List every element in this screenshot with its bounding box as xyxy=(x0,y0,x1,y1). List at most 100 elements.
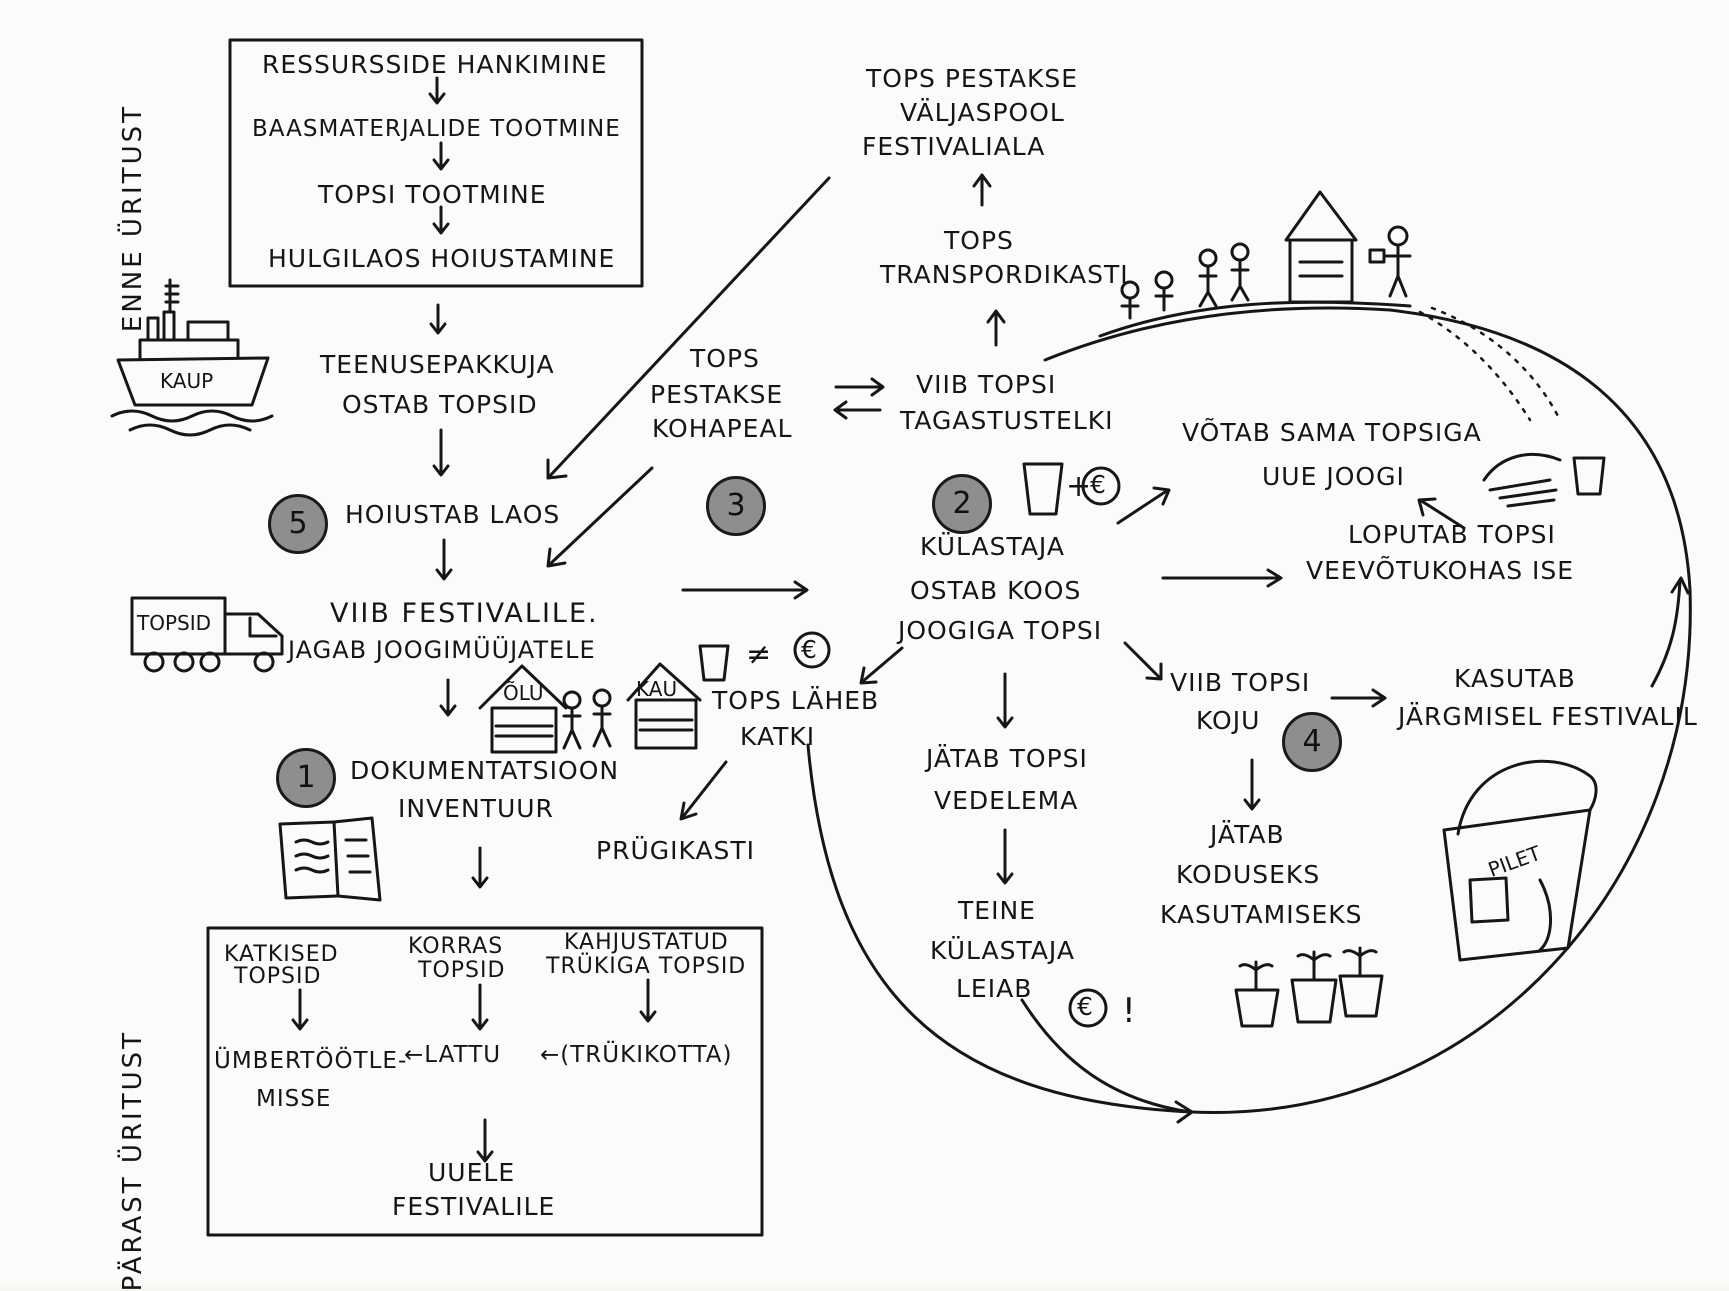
step-number-4: 4 xyxy=(1282,712,1342,772)
arrow-lying-to-finds xyxy=(996,828,1014,885)
recycle-line1: ÜMBERTÖÖTLE- xyxy=(214,1048,408,1074)
euro-symbol-find: € xyxy=(1077,992,1094,1021)
rinse-line2: VEEVÕTUKOHAS ISE xyxy=(1306,556,1575,585)
documentation-line2: INVENTUUR xyxy=(398,794,554,823)
step-cup-production: TOPSI TOOTMINE xyxy=(318,180,547,209)
fine-cups-line1: KORRAS xyxy=(408,934,504,959)
festival-hill-illustration xyxy=(1098,190,1412,338)
deliver-line1: VIIB FESTIVALILE. xyxy=(330,598,599,629)
return-box-line1: VIIB TOPSI xyxy=(916,370,1057,399)
documentation-line1: DOKUMENTATSIOON xyxy=(350,756,620,785)
leaves-lying-line2: VEDELEMA xyxy=(934,786,1079,815)
breaks-line1: TOPS LÄHEB xyxy=(712,686,880,715)
keeps-home-line1: JÄTAB xyxy=(1210,820,1285,849)
arrow-visitor-to-rinse xyxy=(1161,568,1283,588)
post-event-box xyxy=(206,926,764,1237)
misprinted-line1: KAHJUSTATUD xyxy=(564,930,729,955)
next-festival-line1: UUELE xyxy=(428,1158,516,1187)
keeps-home-line2: KODUSEKS xyxy=(1176,860,1321,889)
step-number-2: 2 xyxy=(932,474,992,534)
arrow-up-transport xyxy=(986,309,1006,347)
arrow-visitor-to-lying xyxy=(996,672,1014,729)
ship-label: KAUP xyxy=(160,369,213,393)
trash: PRÜGIKASTI xyxy=(596,836,756,865)
washed-offsite-line3: FESTIVALIALA xyxy=(862,132,1046,161)
ship-illustration xyxy=(110,278,274,437)
cycle-arc-inner xyxy=(1020,998,1194,1124)
step-wholesale-storage: HULGILAOS HOIUSTAMINE xyxy=(268,244,616,273)
broken-cups-line2: TOPSID xyxy=(234,964,322,989)
plant-pots-illustration xyxy=(1234,946,1384,1028)
other-finds-line2: KÜLASTAJA xyxy=(930,936,1075,965)
exclaim-symbol: ! xyxy=(1122,991,1137,1031)
euro-symbol-buy: € xyxy=(1090,470,1107,499)
provider-buys-line1: TEENUSEPAKKUJA xyxy=(320,350,555,379)
arrow-next-festival xyxy=(1650,576,1690,688)
step-resources: RESSURSSIDE HANKIMINE xyxy=(262,50,608,79)
to-warehouse: ←LATTU xyxy=(404,1042,502,1068)
misprinted-line2: TRÜKIGA TOPSID xyxy=(546,954,747,979)
provider-buys-line2: OSTAB TOPSID xyxy=(342,390,538,419)
step-number-3: 3 xyxy=(706,476,766,536)
bag-label: PILET xyxy=(1485,841,1545,882)
store-in-warehouse: HOIUSTAB LAOS xyxy=(345,500,561,529)
water-spray xyxy=(1418,306,1562,422)
other-finds-line3: LEIAB xyxy=(956,974,1033,1003)
other-finds-line1: TEINE xyxy=(958,896,1036,925)
truck-label: TOPSID xyxy=(136,611,211,635)
cup-icons xyxy=(698,456,1606,682)
label-before-event: ENNE ÜRITUST xyxy=(118,104,148,333)
stalls-illustration xyxy=(478,662,702,754)
washed-onsite-line3: KOHAPEAL xyxy=(652,414,793,443)
to-printshop: ←(TRÜKIKOTTA) xyxy=(540,1042,733,1068)
ne-symbol: ≠ xyxy=(746,637,773,672)
bag-illustration xyxy=(1442,759,1598,962)
arrow-offsite-to-store xyxy=(546,176,831,480)
washed-offsite-line1: TOPS PESTAKSE xyxy=(866,64,1079,93)
truck-illustration xyxy=(130,596,284,673)
washed-onsite-line2: PESTAKSE xyxy=(650,380,784,409)
return-box-line2: TAGASTUSTELKI xyxy=(900,406,1114,435)
new-drink-line1: VÕTAB SAMA TOPSIGA xyxy=(1182,418,1482,447)
next-use-line1: KASUTAB xyxy=(1454,664,1576,693)
bottom-box-arrows xyxy=(291,978,657,1163)
transport-box-line2: TRANSPORDIKASTI xyxy=(880,260,1129,289)
step-base-materials: BAASMATERJALIDE TOOTMINE xyxy=(252,116,621,142)
breaks-line2: KATKI xyxy=(740,722,816,751)
transport-box-line1: TOPS xyxy=(944,226,1014,255)
step-number-1: 1 xyxy=(276,748,336,808)
step-number-5: 5 xyxy=(268,494,328,554)
takes-home-line2: KOJU xyxy=(1196,706,1261,735)
recycle-line2: MISSE xyxy=(256,1086,332,1112)
arrow-visitor-to-new-drink xyxy=(1116,486,1171,525)
visitor-buys-line1: KÜLASTAJA xyxy=(920,532,1065,561)
cycle-arc xyxy=(806,306,1692,1114)
hand-illustration xyxy=(1482,452,1562,508)
keeps-home-line3: KASUTAMISEKS xyxy=(1160,900,1363,929)
visitor-buys-line3: JOOGIGA TOPSI xyxy=(898,616,1103,645)
next-use-line2: JÄRGMISEL FESTIVALIL xyxy=(1398,702,1698,731)
arrow-broken-to-trash xyxy=(679,760,728,821)
documents-illustration xyxy=(278,816,382,902)
visitor-buys-line2: OSTAB KOOS xyxy=(910,576,1082,605)
broken-cups-line1: KATKISED xyxy=(224,942,339,967)
euro-symbol-broken: € xyxy=(801,635,818,664)
leaves-lying-line1: JÄTAB TOPSI xyxy=(926,744,1088,773)
next-festival-line2: FESTIVALILE xyxy=(392,1192,556,1221)
top-box-arrows xyxy=(428,76,450,235)
arrow-rinse-to-drink xyxy=(1417,497,1466,530)
washed-offsite-line2: VÄLJASPOOL xyxy=(900,98,1065,127)
fine-cups-line2: TOPSID xyxy=(418,958,506,983)
arrow-deliver-to-visitor xyxy=(681,580,809,600)
arrow-onsite-to-deliver xyxy=(546,466,654,568)
arrow-visitor-to-broken xyxy=(859,646,904,685)
beer-stall-label: ÕLU xyxy=(503,681,544,705)
arrow-home-to-keep xyxy=(1243,758,1261,811)
new-drink-line2: UUE JOOGI xyxy=(1262,462,1405,491)
coffee-stall-label: KAU xyxy=(636,677,677,701)
arrow-to-return xyxy=(834,377,885,397)
arrow-up-offsite xyxy=(972,173,992,207)
rinse-line1: LOPUTAB TOPSI xyxy=(1348,520,1556,549)
